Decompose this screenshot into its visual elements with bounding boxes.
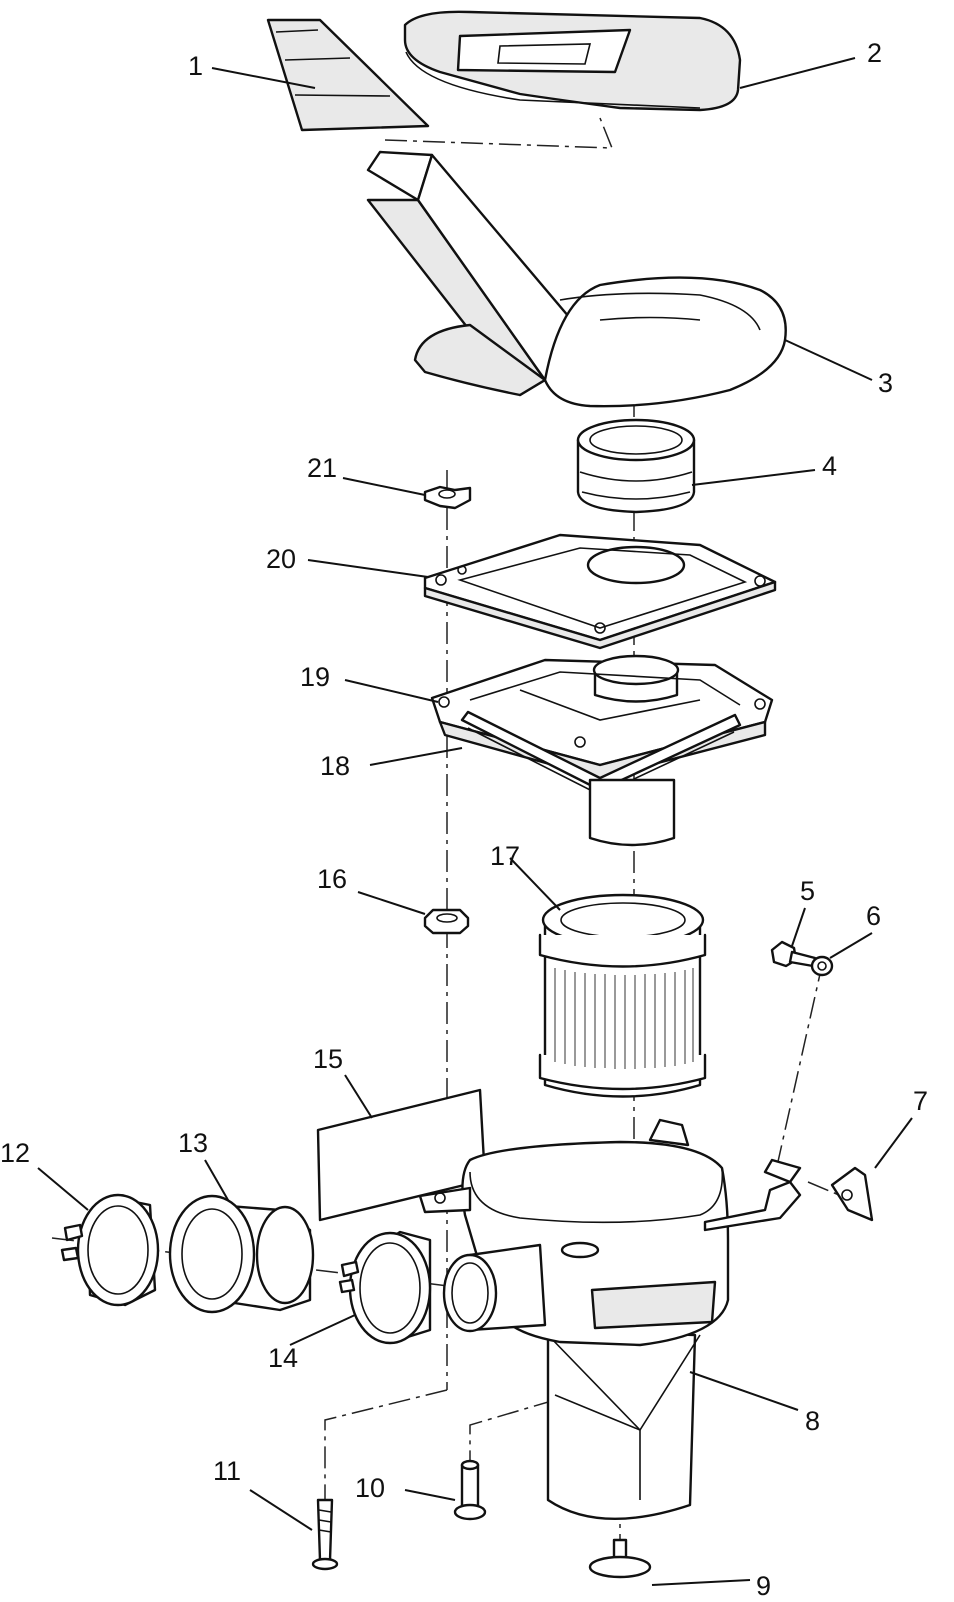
callout-9: 9 xyxy=(756,1571,771,1601)
callout-16: 16 xyxy=(317,864,347,894)
part-4-coupler xyxy=(576,418,696,514)
part-20-top-plate xyxy=(423,533,777,650)
callout-1: 1 xyxy=(188,51,203,81)
snorkel-top-centerline xyxy=(384,117,614,149)
callout-15: 15 xyxy=(313,1044,343,1074)
callout-7: 7 xyxy=(913,1086,928,1116)
callout-18: 18 xyxy=(320,751,350,781)
leader-lines xyxy=(37,57,913,1586)
part-1-flapper xyxy=(266,18,430,132)
callout-12: 12 xyxy=(0,1138,30,1168)
callout-10: 10 xyxy=(355,1473,385,1503)
part-21-wing-nut xyxy=(423,485,472,510)
part-17-filter-element xyxy=(538,893,707,1098)
part-9-drain-valve xyxy=(588,1538,652,1579)
part-19-housing-top xyxy=(430,654,774,780)
callout-4: 4 xyxy=(822,451,837,481)
airbox-inlet-spigot xyxy=(442,1243,547,1333)
callout-6: 6 xyxy=(866,901,881,931)
callout-20: 20 xyxy=(266,544,296,574)
part-2-foam-seal xyxy=(403,10,742,112)
callout-11: 11 xyxy=(213,1456,241,1486)
callout-labels: 1 2 3 4 5 6 7 8 9 10 11 12 13 14 15 16 1… xyxy=(0,38,928,1601)
part-5-screw xyxy=(770,940,817,968)
part-3-airbox-cover xyxy=(366,150,787,408)
part-7-bracket xyxy=(830,1166,874,1222)
callout-17: 17 xyxy=(490,841,520,871)
part-13-intake-boot xyxy=(168,1194,315,1314)
bolt-10-offset-centerline xyxy=(469,1399,556,1465)
part-12-clamp xyxy=(60,1193,160,1307)
part-16-nut xyxy=(423,908,470,935)
part-14-clamp xyxy=(338,1230,432,1345)
callout-19: 19 xyxy=(300,662,330,692)
part-8-airbox-body xyxy=(418,1118,802,1521)
part-11-bolt xyxy=(311,1498,339,1571)
housing-outlet-tube xyxy=(588,778,676,847)
screw-5-6-centerline xyxy=(774,954,823,1176)
callout-3: 3 xyxy=(878,368,893,398)
callout-8: 8 xyxy=(805,1406,820,1436)
callout-5: 5 xyxy=(800,876,815,906)
callout-14: 14 xyxy=(268,1343,298,1373)
part-6-washer xyxy=(810,955,834,977)
part-10-grommet xyxy=(453,1459,487,1521)
callout-2: 2 xyxy=(867,38,882,68)
callout-13: 13 xyxy=(178,1128,208,1158)
callout-21: 21 xyxy=(307,453,337,483)
bolt-11-offset-centerline xyxy=(324,1389,448,1500)
